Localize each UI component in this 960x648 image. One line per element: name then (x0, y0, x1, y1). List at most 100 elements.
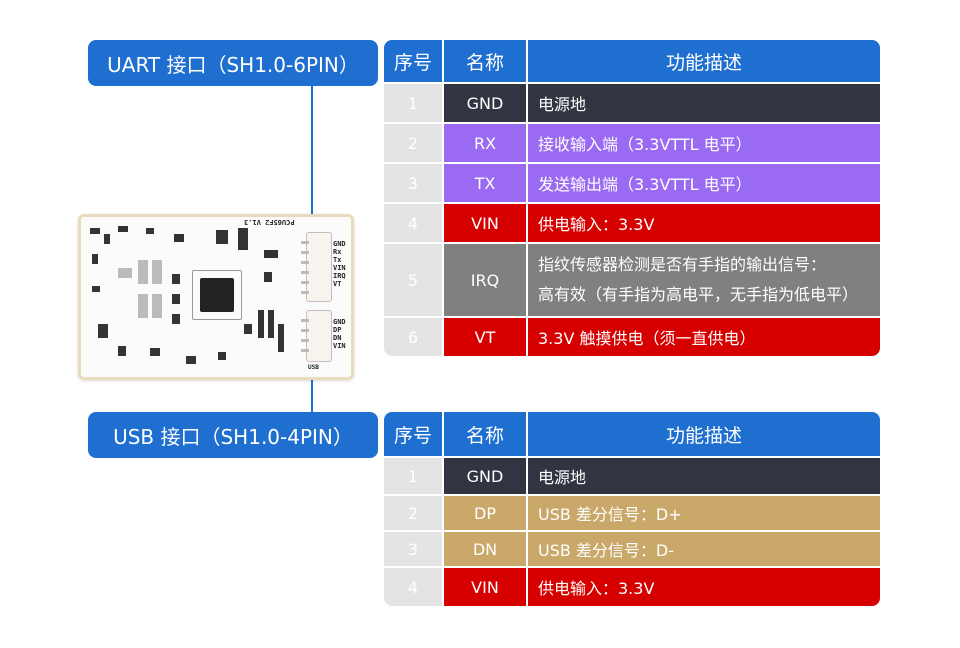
component (216, 230, 228, 244)
pin-number: 3 (384, 164, 444, 204)
pin-name: RX (444, 124, 528, 164)
component (238, 228, 248, 250)
usb-row: 1 GND 电源地 (384, 458, 880, 496)
usb-socket (301, 310, 332, 362)
pin-name: IRQ (444, 244, 528, 318)
uart-pin-label: GND (333, 240, 346, 248)
uart-row: 2 RX 接收输入端（3.3VTTL 电平） (384, 124, 880, 164)
chip-pad (192, 270, 242, 320)
pin-name: DN (444, 532, 528, 568)
header-desc: 功能描述 (528, 412, 880, 458)
usb-table-header: 序号 名称 功能描述 (384, 412, 880, 458)
uart-connector-line (311, 86, 313, 242)
pin-description: 指纹传感器检测是否有手指的输出信号： 高有效（有手指为高电平，无手指为低电平） (528, 244, 880, 318)
pin-name: VT (444, 318, 528, 356)
component (278, 324, 284, 352)
pin-description-line: 指纹传感器检测是否有手指的输出信号： (538, 255, 827, 274)
component (104, 234, 110, 244)
board-model-text: PCU65F2 V1.3 (244, 218, 295, 226)
component (150, 348, 160, 356)
component (218, 352, 226, 360)
component (258, 310, 264, 338)
pin-number: 3 (384, 532, 444, 568)
usb-silk-text: USB (308, 364, 319, 371)
component (172, 294, 180, 304)
pin-description: USB 差分信号：D- (528, 532, 880, 568)
pin-description: 供电输入：3.3V (528, 568, 880, 606)
header-no: 序号 (384, 412, 444, 458)
uart-table-header: 序号 名称 功能描述 (384, 40, 880, 84)
pin-number: 1 (384, 84, 444, 124)
usb-row: 2 DP USB 差分信号：D+ (384, 496, 880, 532)
pin-name: TX (444, 164, 528, 204)
pin-name: GND (444, 84, 528, 124)
pin-name: VIN (444, 568, 528, 606)
uart-row: 3 TX 发送输出端（3.3VTTL 电平） (384, 164, 880, 204)
component (90, 228, 100, 234)
component (118, 346, 126, 356)
component (186, 356, 196, 364)
pin-description: USB 差分信号：D+ (528, 496, 880, 532)
component (146, 228, 154, 234)
uart-pin-label: Tx (333, 256, 342, 264)
uart-pin-table: 序号 名称 功能描述 1 GND 电源地 2 RX 接收输入端（3.3VTTL … (384, 40, 880, 356)
uart-socket (301, 232, 332, 302)
pin-name: VIN (444, 204, 528, 244)
component (138, 294, 148, 318)
component (92, 254, 98, 264)
component (172, 314, 180, 324)
uart-pin-label: Rx (333, 248, 342, 256)
header-name: 名称 (444, 412, 528, 458)
component (264, 250, 278, 258)
component (264, 272, 272, 282)
usb-row: 3 DN USB 差分信号：D- (384, 532, 880, 568)
component (92, 286, 100, 292)
pin-number: 2 (384, 124, 444, 164)
pin-number: 4 (384, 568, 444, 606)
pin-number: 1 (384, 458, 444, 496)
pin-description: 电源地 (528, 458, 880, 496)
uart-pin-label: VIN (333, 264, 346, 272)
usb-pin-label: GND (333, 318, 346, 326)
component (98, 324, 108, 338)
component (152, 260, 162, 284)
usb-pin-label: DP (333, 326, 342, 334)
component (174, 234, 184, 242)
uart-row: 4 VIN 供电输入：3.3V (384, 204, 880, 244)
pin-description: 供电输入：3.3V (528, 204, 880, 244)
pcb-board: PCU65F2 V1.3 USB GND Rx Tx VIN IRQ VT GN… (78, 214, 354, 380)
usb-pin-label: DN (333, 334, 342, 342)
usb-interface-label: USB 接口（SH1.0-4PIN） (88, 412, 378, 458)
header-name: 名称 (444, 40, 528, 84)
pin-number: 6 (384, 318, 444, 356)
uart-row: 1 GND 电源地 (384, 84, 880, 124)
uart-interface-label: UART 接口（SH1.0-6PIN） (88, 40, 378, 86)
usb-pin-table: 序号 名称 功能描述 1 GND 电源地 2 DP USB 差分信号：D+ 3 … (384, 412, 880, 606)
usb-row: 4 VIN 供电输入：3.3V (384, 568, 880, 606)
component (152, 294, 162, 318)
component (244, 324, 252, 334)
main-chip (200, 278, 234, 312)
pin-description: 3.3V 触摸供电（须一直供电） (528, 318, 880, 356)
uart-row: 5 IRQ 指纹传感器检测是否有手指的输出信号： 高有效（有手指为高电平，无手指… (384, 244, 880, 318)
pin-description: 电源地 (528, 84, 880, 124)
header-desc: 功能描述 (528, 40, 880, 84)
pin-description: 发送输出端（3.3VTTL 电平） (528, 164, 880, 204)
component (172, 274, 180, 284)
component (118, 268, 132, 278)
usb-pin-label: VIN (333, 342, 346, 350)
component (138, 260, 148, 284)
component (118, 226, 128, 232)
uart-pin-label: VT (333, 280, 342, 288)
pin-name: DP (444, 496, 528, 532)
header-no: 序号 (384, 40, 444, 84)
pin-name: GND (444, 458, 528, 496)
pin-description: 接收输入端（3.3VTTL 电平） (528, 124, 880, 164)
pin-description-line: 高有效（有手指为高电平，无手指为低电平） (538, 285, 859, 304)
uart-pin-label: IRQ (333, 272, 346, 280)
pin-number: 4 (384, 204, 444, 244)
uart-row: 6 VT 3.3V 触摸供电（须一直供电） (384, 318, 880, 356)
pin-number: 2 (384, 496, 444, 532)
pin-number: 5 (384, 244, 444, 318)
component (268, 310, 274, 338)
